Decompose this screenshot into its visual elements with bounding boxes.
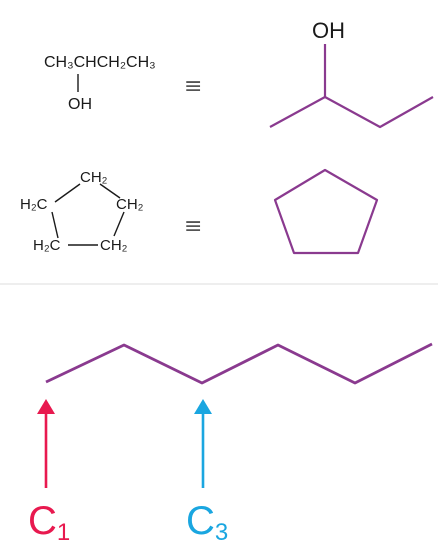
c1-arrow-head xyxy=(37,399,55,414)
c3-arrow xyxy=(194,399,212,488)
cyclopentane-top-ch2: CH₂ xyxy=(80,169,108,186)
hexane-skeletal-chain xyxy=(45,342,433,385)
cyclopentane-bond-left-bottom xyxy=(51,211,59,239)
butanol-skeletal-oh: OH xyxy=(312,18,345,43)
cyclopentane-right-ch2: CH₂ xyxy=(116,196,144,213)
butanol-condensed-oh: OH xyxy=(68,96,92,113)
c3-arrow-head xyxy=(194,399,212,414)
cyclopentane-bond-top-left xyxy=(54,183,81,203)
cyclopentane-equivalence-sign: ≡ xyxy=(184,214,202,239)
c3-label: C3 xyxy=(186,499,228,540)
cyclopentane-bond-top-right xyxy=(99,183,121,199)
butanol-equivalence-sign: ≡ xyxy=(184,74,202,99)
cyclopentane-bottom-left-h2c: H₂C xyxy=(33,237,61,254)
c1-arrow xyxy=(37,399,55,488)
cyclopentane-condensed: CH₂ H₂C CH₂ H₂C CH₂ xyxy=(20,169,144,254)
c1-label-letter: C xyxy=(28,499,57,540)
c3-label-letter: C xyxy=(186,499,215,540)
cyclopentane-skeletal xyxy=(273,168,379,255)
cyclopentane-bond-right-bottom xyxy=(113,211,125,237)
c1-label-subscript: 1 xyxy=(57,519,70,540)
butanol-condensed: CH₃CHCH₂CH₃ OH xyxy=(44,54,156,113)
cyclopentane-left-h2c: H₂C xyxy=(20,196,48,213)
butanol-skeletal: OH xyxy=(269,18,434,129)
cyclopentane-bottom-right-ch2: CH₂ xyxy=(100,237,128,254)
butanol-condensed-formula: CH₃CHCH₂CH₃ xyxy=(44,54,156,71)
c3-label-subscript: 3 xyxy=(215,519,228,540)
c1-label: C1 xyxy=(28,499,70,540)
butanol-skeletal-chain xyxy=(269,95,434,129)
